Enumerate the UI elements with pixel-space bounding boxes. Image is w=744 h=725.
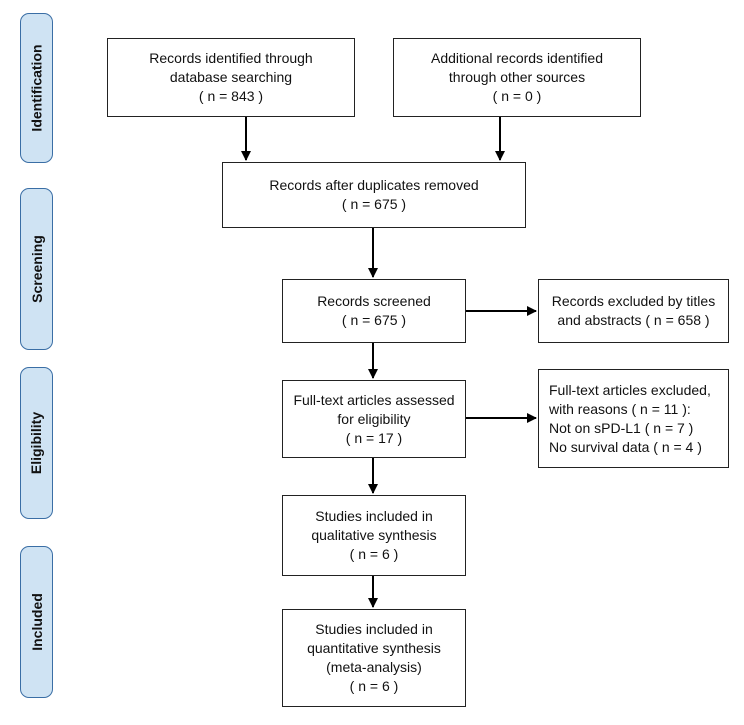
stage-identification: Identification	[20, 13, 53, 163]
box-qualitative-synthesis: Studies included in qualitative synthesi…	[282, 495, 466, 576]
box-database-records: Records identified through database sear…	[107, 38, 355, 117]
box-line: quantitative synthesis	[307, 640, 441, 656]
box-line: Not on sPD-L1 ( n = 7 )	[549, 419, 694, 436]
box-line: No survival data ( n = 4 )	[549, 438, 702, 455]
box-line: Additional records identified	[431, 50, 603, 66]
box-line: ( n = 675 )	[341, 312, 407, 328]
stage-screening: Screening	[20, 188, 53, 350]
box-line: (meta-analysis)	[326, 659, 422, 675]
box-other-sources: Additional records identified through ot…	[393, 38, 641, 117]
box-line: Studies included in	[315, 508, 433, 524]
box-line: ( n = 675 )	[341, 196, 407, 212]
box-duplicates-removed: Records after duplicates removed ( n = 6…	[222, 162, 526, 228]
stage-included: Included	[20, 546, 53, 698]
box-line: Records screened	[317, 293, 431, 309]
box-line: database searching	[169, 69, 293, 85]
box-line: Full-text articles excluded,	[549, 381, 711, 398]
box-fulltext-assessed: Full-text articles assessed for eligibil…	[282, 380, 466, 458]
box-line: Records excluded by titles	[551, 293, 716, 309]
box-line: Studies included in	[315, 621, 433, 637]
box-line: ( n = 6 )	[349, 678, 399, 694]
stage-eligibility: Eligibility	[20, 367, 53, 519]
box-line: for eligibility	[337, 410, 411, 427]
box-line: ( n = 17 )	[345, 429, 403, 446]
box-line: through other sources	[448, 69, 586, 85]
box-line: Records after duplicates removed	[269, 177, 479, 193]
box-line: ( n = 843 )	[198, 88, 264, 104]
box-line: qualitative synthesis	[311, 527, 437, 543]
box-excluded-titles-abstracts: Records excluded by titles and abstracts…	[538, 279, 729, 343]
box-line: Records identified through	[149, 50, 313, 66]
box-line: and abstracts ( n = 658 )	[557, 312, 710, 328]
box-quantitative-synthesis: Studies included in quantitative synthes…	[282, 609, 466, 707]
box-line: with reasons ( n = 11 ):	[549, 400, 691, 417]
box-line: ( n = 6 )	[349, 546, 399, 562]
box-fulltext-excluded: Full-text articles excluded, with reason…	[538, 369, 729, 468]
box-line: ( n = 0 )	[492, 88, 542, 104]
box-records-screened: Records screened ( n = 675 )	[282, 279, 466, 343]
box-line: Full-text articles assessed	[293, 391, 455, 408]
